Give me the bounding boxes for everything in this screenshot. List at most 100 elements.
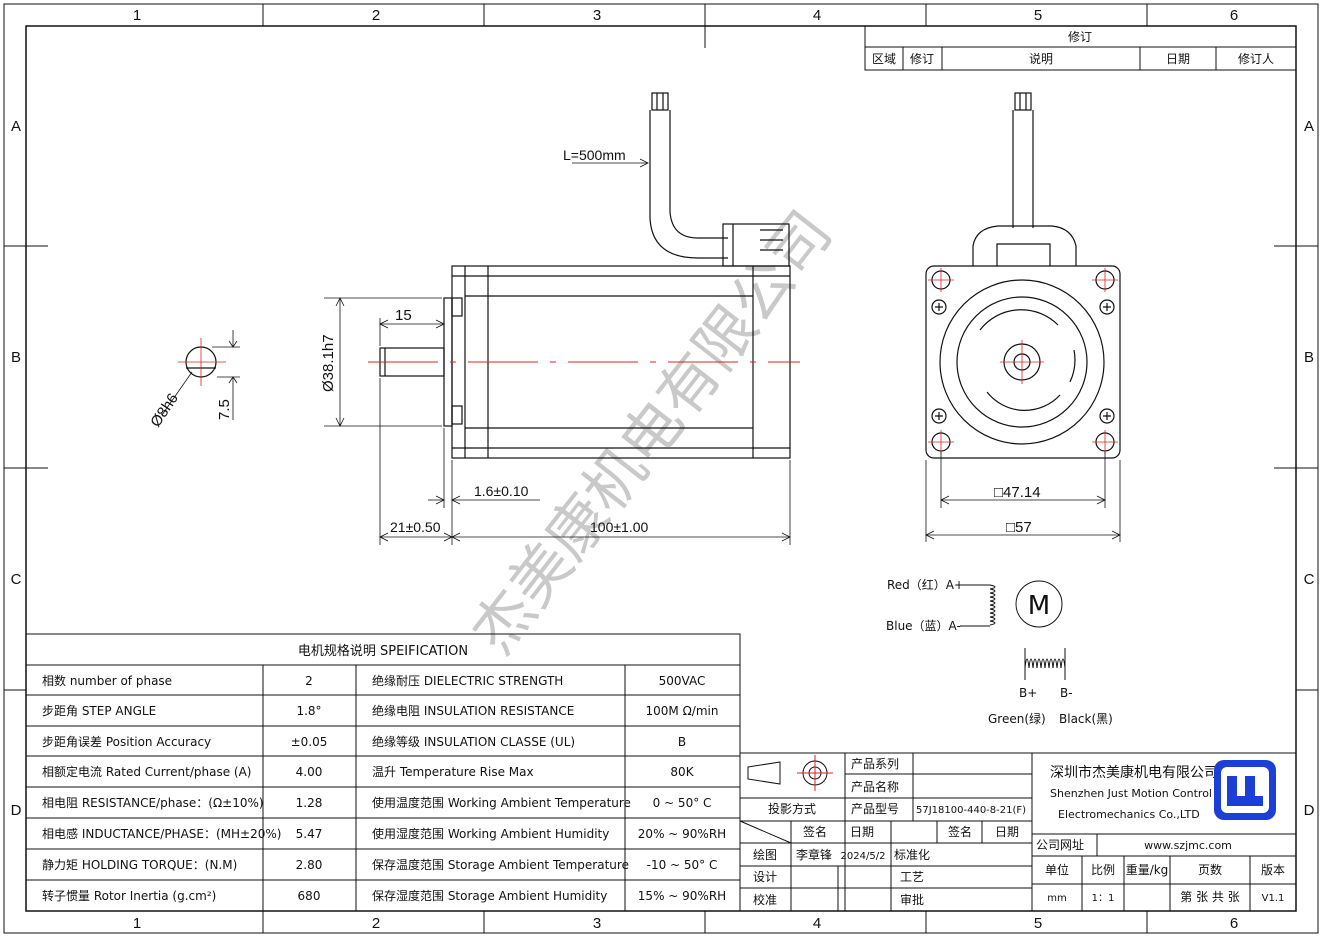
revision-table: 修订 区域 修订 说明 日期 修订人 xyxy=(864,25,1297,71)
spec-value-row-7: 2.80 xyxy=(296,858,323,872)
spec-value2-row-5: 0 ~ 50° C xyxy=(653,796,712,810)
row-label-right-a: A xyxy=(1304,118,1314,135)
company-name-en-2: Electromechanics Co.,LTD xyxy=(1058,808,1200,821)
wire-red-label: Red（红）A+ xyxy=(887,577,964,592)
shaft-diameter-label: Ø8h6 xyxy=(147,390,182,430)
col-label-top-3: 3 xyxy=(593,7,601,24)
revision-header-rev: 修订 xyxy=(910,51,934,66)
spec-label2-row-5: 使用温度范围 Working Ambient Temperature xyxy=(372,795,631,810)
col-label-bottom-4: 4 xyxy=(813,915,821,932)
approve-label: 审批 xyxy=(900,892,924,907)
company-name-cn: 深圳市杰美康机电有限公司 xyxy=(1050,764,1218,781)
cable-length-label: L=500mm xyxy=(563,147,626,163)
motor-symbol-label: M xyxy=(1028,591,1050,621)
spec-value2-row-7: -10 ~ 50° C xyxy=(647,858,718,872)
wire-bplus-label: B+ xyxy=(1019,686,1037,700)
side-view-dimensions xyxy=(925,452,1121,542)
col-label-top-2: 2 xyxy=(372,7,380,24)
flange-thickness-label: 1.6±0.10 xyxy=(474,483,529,499)
spec-label-row-1: 相数 number of phase xyxy=(42,673,172,688)
spec-label-row-5: 相电阻 RESISTANCE/phase：(Ω±10%) xyxy=(42,796,264,810)
product-name-label: 产品名称 xyxy=(851,779,899,794)
body-length-label: 100±1.00 xyxy=(590,519,649,535)
revision-title: 修订 xyxy=(1068,29,1092,44)
revision-header-date: 日期 xyxy=(1166,52,1190,66)
product-series-label: 产品系列 xyxy=(851,757,899,771)
spec-label2-row-4: 温升 Temperature Rise Max xyxy=(372,765,534,779)
pages-value: 第 张 共 张 xyxy=(1180,890,1239,904)
spec-value-row-1: 2 xyxy=(305,674,313,688)
spec-label2-row-3: 绝缘等级 INSULATION CLASSE (UL) xyxy=(372,734,575,749)
border-labels: 1 2 3 4 5 6 1 2 3 4 5 6 A B C D A B C D xyxy=(11,7,1315,932)
version-value: V1.1 xyxy=(1262,893,1285,904)
spec-value-row-8: 680 xyxy=(298,889,321,903)
spec-value-row-5: 1.28 xyxy=(296,796,323,810)
company-watermark: 杰美康机电有限公司 xyxy=(458,198,846,667)
motor-front-view xyxy=(368,92,800,459)
col-label-top-5: 5 xyxy=(1034,7,1042,24)
website-value: www.szjmc.com xyxy=(1144,839,1232,852)
col-label-bottom-1: 1 xyxy=(133,915,141,932)
row-label-left-d: D xyxy=(11,802,22,819)
spec-value2-row-1: 500VAC xyxy=(659,674,706,688)
wiring-diagram: Red（红）A+ Blue（蓝）A- M B+ B- Green(绿) Blac… xyxy=(886,577,1113,726)
signature-header: 签名 xyxy=(803,824,827,839)
shaft-length-label: 21±0.50 xyxy=(390,519,441,535)
process-label: 工艺 xyxy=(900,870,924,884)
col-label-top-1: 1 xyxy=(133,7,141,24)
hole-spacing-label: □47.14 xyxy=(994,484,1041,501)
spec-value2-row-8: 15% ~ 90%RH xyxy=(638,889,726,903)
flange-size-label: □57 xyxy=(1006,519,1032,536)
projection-label: 投影方式 xyxy=(768,801,816,816)
title-block: 投影方式 产品系列 产品名称 产品型号 57J18100-440-8-21(F)… xyxy=(739,752,1297,912)
front-view-labels: L=500mm 15 Ø38.1h7 1.6±0.10 21±0.50 100±… xyxy=(320,147,649,535)
spec-label2-row-2: 绝缘电阻 INSULATION RESISTANCE xyxy=(372,703,574,718)
standardized-label: 标准化 xyxy=(894,848,930,862)
spec-value-row-3: ±0.05 xyxy=(291,735,328,749)
spec-table: 电机规格说明 SPEIFICATION 相数 number of phase 2… xyxy=(25,633,741,912)
col-label-bottom-5: 5 xyxy=(1034,915,1042,932)
spec-value2-row-3: B xyxy=(678,735,686,749)
wire-black-label: Black(黑) xyxy=(1059,712,1113,726)
shaft-section-view xyxy=(161,330,240,420)
side-view-labels: □47.14 □57 xyxy=(994,484,1041,536)
front-view-dimensions xyxy=(324,158,791,545)
row-label-right-d: D xyxy=(1304,802,1315,819)
col-label-bottom-2: 2 xyxy=(372,915,380,932)
date-header-2: 日期 xyxy=(995,825,1019,839)
weight-label: 重量/kg xyxy=(1126,863,1169,877)
spec-label-row-7: 静力矩 HOLDING TORQUE：(N.M) xyxy=(42,858,237,872)
product-model-label: 产品型号 xyxy=(851,802,899,816)
scale-value: 1：1 xyxy=(1092,893,1115,904)
spec-value2-row-4: 80K xyxy=(670,765,694,779)
spec-label-row-8: 转子惯量 Rotor Inertia (g.cm²) xyxy=(42,888,216,903)
date-header: 日期 xyxy=(850,825,874,839)
spec-label-row-2: 步距角 STEP ANGLE xyxy=(42,704,156,718)
check-label: 校准 xyxy=(753,892,777,907)
spec-value2-row-2: 100M Ω/min xyxy=(646,704,719,718)
spec-label-row-3: 步距角误差 Position Accuracy xyxy=(42,735,211,749)
signature-header-2: 签名 xyxy=(948,824,972,839)
row-label-left-c: C xyxy=(11,571,22,588)
scale-label: 比例 xyxy=(1091,863,1115,877)
spec-label2-row-1: 绝缘耐压 DIELECTRIC STRENGTH xyxy=(372,673,563,688)
row-label-left-b: B xyxy=(11,349,21,366)
company-name-en-1: Shenzhen Just Motion Control xyxy=(1050,787,1212,800)
unit-value: mm xyxy=(1047,893,1066,904)
row-label-right-c: C xyxy=(1304,571,1315,588)
shaft-flat-label: 7.5 xyxy=(216,399,233,420)
version-label: 版本 xyxy=(1261,863,1285,877)
side-view-centerlines xyxy=(928,268,1118,454)
spec-label2-row-7: 保存温度范围 Storage Ambient Temperature xyxy=(372,857,629,872)
spec-value-row-4: 4.00 xyxy=(296,765,323,779)
spec-label2-row-8: 保存湿度范围 Storage Ambient Humidity xyxy=(372,888,607,903)
key-width-label: 15 xyxy=(395,307,412,324)
spec-value-row-2: 1.8° xyxy=(296,704,321,718)
revision-header-desc: 说明 xyxy=(1029,51,1053,66)
revision-header-area: 区域 xyxy=(872,52,896,66)
col-label-bottom-6: 6 xyxy=(1230,915,1238,932)
design-label: 设计 xyxy=(753,870,777,884)
wire-green-label: Green(绿) xyxy=(988,711,1046,726)
